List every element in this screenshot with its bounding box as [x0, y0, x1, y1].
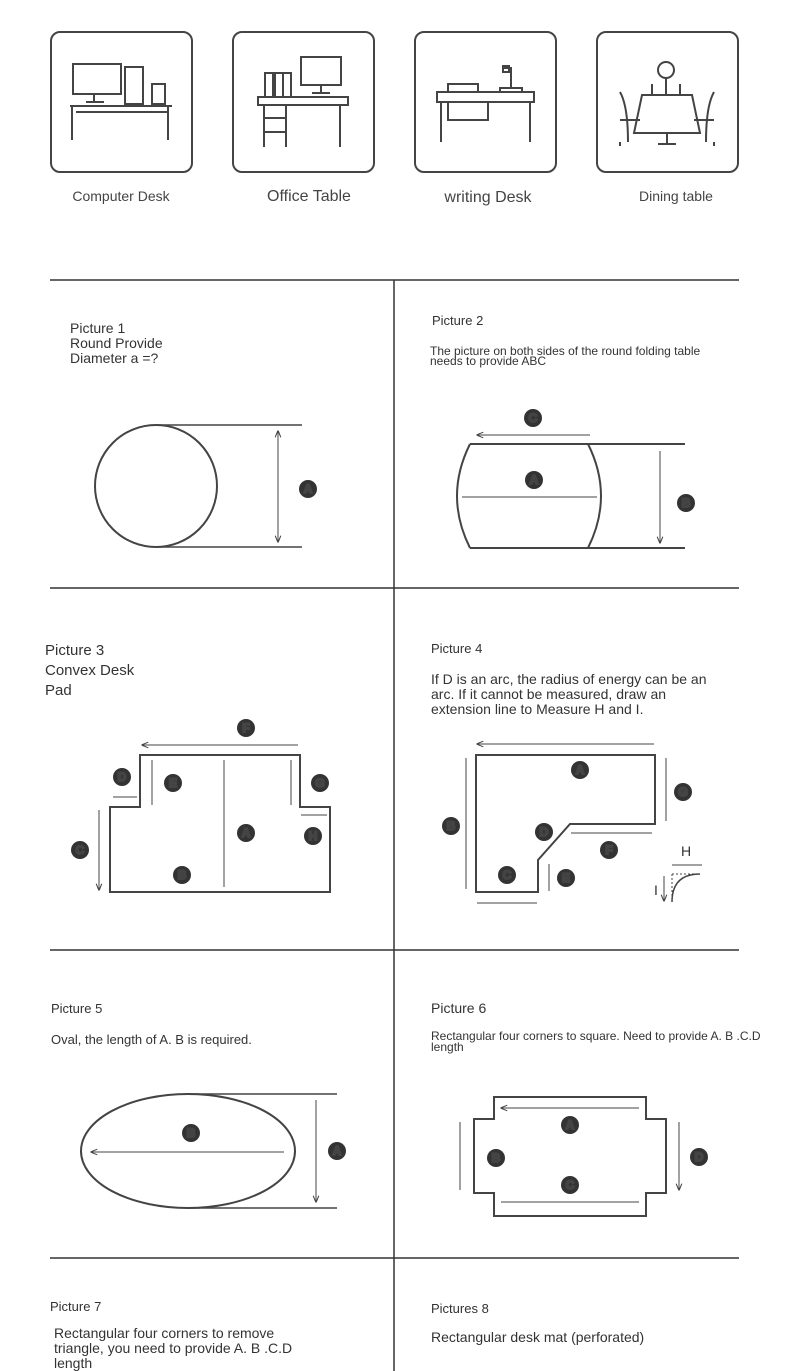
badge-a: A: [299, 480, 317, 498]
category-label-computer-desk[interactable]: Computer Desk: [72, 188, 170, 204]
badge-b: B: [677, 494, 695, 512]
picture-2-text: The picture on both sides of the round f…: [430, 344, 701, 368]
picture-6-diagram: A B C D: [459, 1096, 708, 1217]
dining-table-icon[interactable]: [596, 31, 739, 173]
picture-1-text: Picture 1 Round Provide Diameter a =?: [70, 321, 163, 366]
svg-text:C: C: [566, 1178, 575, 1192]
grid-lines: [50, 279, 739, 1371]
svg-text:A: A: [333, 1144, 342, 1158]
svg-text:D: D: [540, 825, 549, 839]
picture-5-title: Picture 5: [51, 1001, 103, 1016]
badge-c: C: [561, 1176, 579, 1194]
picture-3-diagram: F D E A G H C B: [71, 719, 331, 892]
picture-4-text: If D is an arc, the radius of energy can…: [431, 672, 707, 717]
badge-f: F: [600, 841, 618, 859]
picture-1-diagram: A: [94, 424, 317, 548]
office-table-icon[interactable]: [232, 31, 375, 173]
picture-6-text: Rectangular four corners to square. Need…: [431, 1029, 761, 1054]
badge-d: D: [690, 1148, 708, 1166]
svg-text:C: C: [76, 843, 85, 857]
picture-8-text: Rectangular desk mat (perforated): [431, 1329, 645, 1345]
badge-a: A: [525, 471, 543, 489]
picture-title: Picture 1: [70, 320, 126, 336]
description-line: arc. If it cannot be measured, draw an: [431, 686, 667, 702]
badge-b: B: [182, 1124, 200, 1142]
badge-f: F: [237, 719, 255, 737]
svg-text:A: A: [566, 1118, 575, 1132]
badge-g: G: [311, 774, 329, 792]
badge-g: G: [674, 783, 692, 801]
svg-text:A: A: [576, 763, 585, 777]
svg-text:B: B: [447, 819, 456, 833]
badge-a: A: [561, 1116, 579, 1134]
description-line: The picture on both sides of the round f…: [430, 344, 701, 358]
label-i: I: [654, 882, 658, 898]
svg-text:B: B: [178, 868, 187, 882]
picture-7-title: Picture 7: [50, 1299, 102, 1314]
description-line: Rectangular four corners to remove: [54, 1325, 275, 1341]
badge-h: H: [304, 827, 322, 845]
badge-c: C: [524, 409, 542, 427]
label-h: H: [681, 843, 691, 859]
badge-d: D: [535, 823, 553, 841]
svg-text:F: F: [605, 843, 612, 857]
svg-text:A: A: [242, 826, 251, 840]
svg-text:B: B: [682, 496, 691, 510]
badge-a: A: [237, 824, 255, 842]
description-line: extension line to Measure H and I.: [431, 701, 644, 717]
picture-8-title: Pictures 8: [431, 1301, 489, 1316]
description-line: Rectangular four corners to square. Need…: [431, 1029, 761, 1043]
category-label-writing-desk[interactable]: writing Desk: [444, 189, 532, 206]
picture-title: Picture 3: [45, 642, 105, 659]
description-line: Convex Desk: [45, 662, 135, 679]
badge-b: B: [173, 866, 191, 884]
description-line: Round Provide: [70, 335, 163, 351]
svg-text:F: F: [242, 721, 249, 735]
badge-c: C: [71, 841, 89, 859]
description-line: If D is an arc, the radius of energy can…: [431, 671, 707, 687]
description-line: length: [431, 1040, 464, 1054]
picture-2-diagram: C A B: [456, 409, 695, 548]
badge-d: D: [113, 768, 131, 786]
svg-text:G: G: [678, 785, 687, 799]
svg-text:C: C: [503, 868, 512, 882]
writing-desk-icon[interactable]: [414, 31, 557, 173]
picture-7-text: Rectangular four corners to remove trian…: [54, 1326, 292, 1371]
svg-text:E: E: [169, 776, 177, 790]
category-label-office-table[interactable]: Office Table: [267, 188, 351, 205]
computer-desk-icon[interactable]: [50, 31, 193, 173]
picture-5-text: Oval, the length of A. B is required.: [51, 1032, 252, 1047]
description-line: Diameter a =?: [70, 350, 159, 366]
picture-4-diagram: H I A G B D F C E: [442, 744, 702, 903]
picture-3-text: Picture 3 Convex Desk Pad: [45, 641, 134, 701]
picture-2-title: Picture 2: [432, 313, 484, 328]
description-line: length: [54, 1355, 93, 1371]
description-line: triangle, you need to provide A. B .C.D: [54, 1340, 293, 1356]
badge-a: A: [328, 1142, 346, 1160]
badge-c: C: [498, 866, 516, 884]
badge-a: A: [571, 761, 589, 779]
svg-text:D: D: [695, 1150, 704, 1164]
badge-e: E: [164, 774, 182, 792]
svg-text:B: B: [187, 1126, 196, 1140]
picture-5-diagram: B A: [80, 1093, 346, 1208]
badge-b: B: [487, 1149, 505, 1167]
badge-b: B: [442, 817, 460, 835]
badge-e: E: [557, 869, 575, 887]
svg-text:D: D: [118, 770, 127, 784]
svg-text:H: H: [309, 829, 318, 843]
category-label-dining-table[interactable]: Dining table: [639, 188, 713, 204]
svg-text:A: A: [530, 473, 539, 487]
svg-text:E: E: [562, 871, 570, 885]
svg-text:A: A: [304, 482, 313, 496]
description-line: needs to provide ABC: [430, 354, 547, 368]
svg-text:C: C: [529, 411, 538, 425]
picture-6-title: Picture 6: [431, 1000, 487, 1016]
svg-text:G: G: [315, 776, 324, 790]
svg-text:B: B: [492, 1151, 501, 1165]
picture-4-title: Picture 4: [431, 641, 483, 656]
description-line: Pad: [45, 682, 72, 699]
